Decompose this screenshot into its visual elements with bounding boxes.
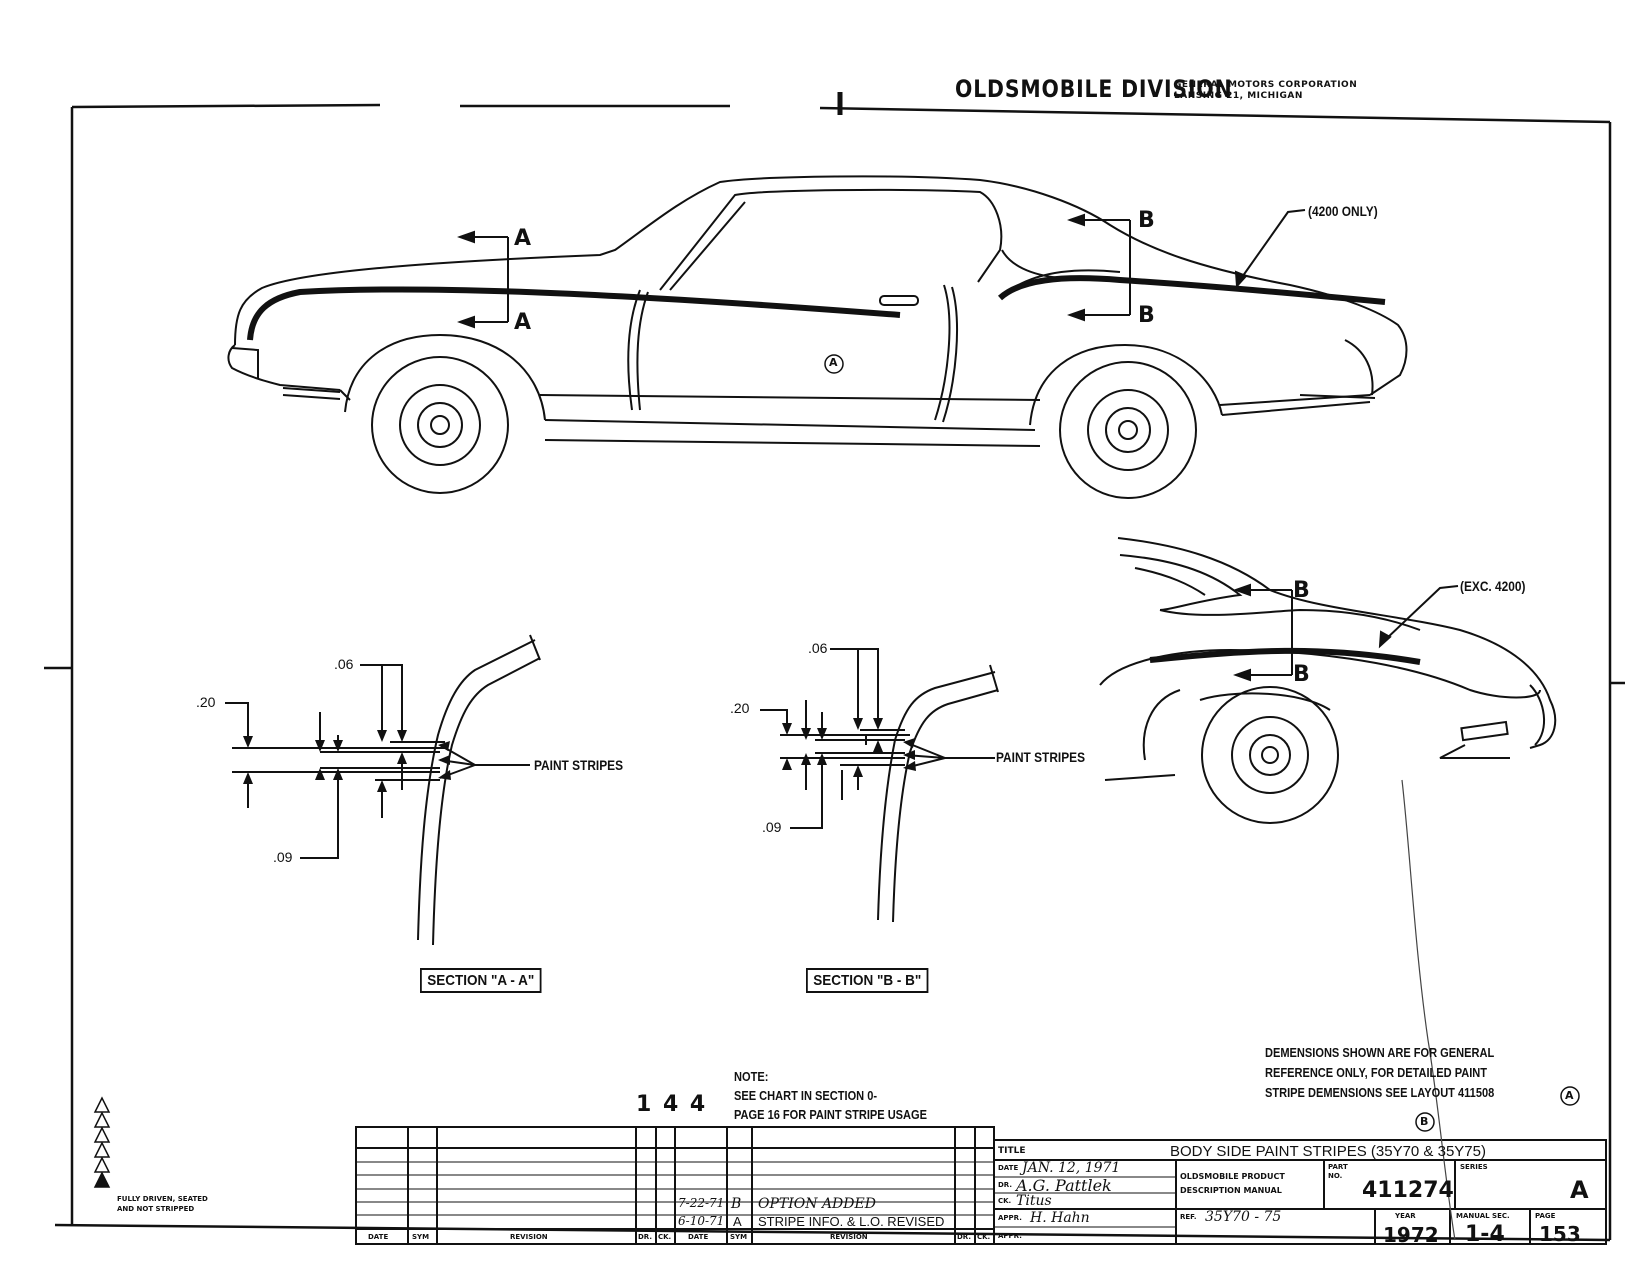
dimension-note-line3: STRIPE DEMENSIONS SEE LAYOUT 411508 — [1265, 1085, 1495, 1100]
section-b-label-bottom: B — [1138, 303, 1155, 328]
rear-section-b-top: B — [1293, 578, 1310, 603]
aa-dim-06: .06 — [334, 656, 354, 672]
note-heading: NOTE: — [734, 1069, 769, 1084]
bb-dim-06: .06 — [808, 640, 828, 656]
rev-header-ck-right: CK. — [977, 1233, 991, 1241]
page-mark: 1 4 4 — [636, 1092, 708, 1117]
circle-marker-ring — [824, 354, 844, 374]
tb-part-no: 411274 — [1362, 1178, 1454, 1203]
rev-header-sym-left: SYM — [412, 1233, 430, 1241]
bb-dim-20: .20 — [730, 700, 750, 716]
tb-date-value: JAN. 12, 1971 — [1022, 1160, 1121, 1176]
tb-manual-line1: OLDSMOBILE PRODUCT — [1180, 1172, 1285, 1181]
section-bb-drawing — [760, 648, 999, 923]
tb-series-label: SERIES — [1460, 1163, 1488, 1171]
label-exc-4200: (EXC. 4200) — [1460, 578, 1526, 594]
section-aa-drawing — [225, 634, 541, 946]
dimension-note-circle-a: A — [1565, 1089, 1574, 1102]
legend-line2: AND NOT STRIPPED — [117, 1205, 195, 1213]
side-paint-stripe — [247, 275, 1386, 341]
rev-header-dr-right: DR. — [957, 1233, 971, 1241]
section-a-label-top: A — [514, 226, 532, 251]
division-title: OLDSMOBILE DIVISION — [955, 75, 1233, 103]
note-line2: PAGE 16 FOR PAINT STRIPE USAGE — [734, 1107, 928, 1122]
section-arrows-rear — [1233, 583, 1459, 682]
section-b-label-top: B — [1138, 208, 1155, 233]
rev-header-dr-left: DR. — [638, 1233, 652, 1241]
rev-header-ck-left: CK. — [658, 1233, 672, 1241]
section-aa-arrowheads — [243, 730, 451, 792]
tb-date-label: DATE — [998, 1164, 1019, 1172]
tb-year-label: YEAR — [1395, 1212, 1416, 1220]
rear-paint-stripe — [1149, 647, 1421, 665]
rev-entry-a-revision: STRIPE INFO. & L.O. REVISED — [758, 1214, 945, 1229]
note-line1: SEE CHART IN SECTION 0- — [734, 1088, 878, 1103]
tb-title-label: TITLE — [998, 1146, 1026, 1156]
tb-year: 1972 — [1383, 1223, 1439, 1247]
tb-ref-label: REF. — [1180, 1213, 1197, 1221]
aa-paint-stripes: PAINT STRIPES — [534, 757, 624, 773]
corp-name: GENERAL MOTORS CORPORATION — [1174, 80, 1358, 90]
rev-header-date-right: DATE — [688, 1233, 709, 1241]
tb-appr-value: H. Hahn — [1030, 1210, 1090, 1226]
section-bb-arrowheads — [782, 718, 916, 777]
revision-block-grid — [355, 1126, 995, 1245]
bb-dim-09: .09 — [762, 819, 782, 835]
tb-dr-label: DR. — [998, 1181, 1012, 1189]
circle-marker: A — [829, 356, 838, 369]
circle-a-ring — [1560, 1086, 1580, 1106]
tb-series: A — [1570, 1176, 1589, 1204]
section-bb-title: SECTION "B - B" — [806, 968, 929, 993]
tb-title: BODY SIDE PAINT STRIPES (35Y70 & 35Y75) — [1170, 1143, 1486, 1160]
dimension-note-line1: DEMENSIONS SHOWN ARE FOR GENERAL — [1265, 1045, 1495, 1060]
corp-address: LANSING 21, MICHIGAN — [1174, 91, 1303, 101]
rev-header-revision-right: REVISION — [830, 1233, 868, 1241]
rev-header-revision-left: REVISION — [510, 1233, 548, 1241]
tb-manual-sec-label: MANUAL SEC. — [1456, 1212, 1510, 1220]
rev-entry-a-sym: A — [733, 1214, 742, 1229]
rear-section-b-bottom: B — [1293, 662, 1310, 687]
circle-b-ring — [1415, 1112, 1435, 1132]
car-side-view — [227, 175, 1408, 499]
section-arrows-side — [457, 209, 1306, 329]
tb-ck-value: Titus — [1016, 1193, 1052, 1209]
tb-appr2-label: APPR. — [998, 1232, 1022, 1240]
dimension-note-line2: REFERENCE ONLY, FOR DETAILED PAINT — [1265, 1065, 1488, 1080]
title-block-grid — [993, 1139, 1607, 1245]
section-a-label-bottom: A — [514, 310, 532, 335]
dimension-note-circle-b: B — [1420, 1115, 1429, 1128]
rev-header-sym-right: SYM — [730, 1233, 748, 1241]
tb-ck-label: CK. — [998, 1197, 1012, 1205]
tb-appr-label: APPR. — [998, 1214, 1022, 1222]
rev-entry-b-revision: OPTION ADDED — [758, 1196, 876, 1212]
tb-ref-value: 35Y70 - 75 — [1205, 1209, 1282, 1225]
legend-triangles — [93, 1096, 111, 1188]
rev-entry-a-date: 6-10-71 — [678, 1214, 725, 1228]
rev-header-date-left: DATE — [368, 1233, 389, 1241]
scan-crease — [1401, 779, 1456, 1241]
label-4200-only: (4200 ONLY) — [1308, 203, 1378, 219]
tb-part-no-label: PART NO. — [1328, 1163, 1348, 1180]
rev-entry-b-sym: B — [731, 1196, 742, 1212]
tb-page: 153 — [1539, 1222, 1581, 1246]
section-aa-title: SECTION "A - A" — [420, 968, 542, 993]
bb-paint-stripes: PAINT STRIPES — [996, 749, 1086, 765]
legend-line1: FULLY DRIVEN, SEATED — [117, 1195, 208, 1203]
tb-page-label: PAGE — [1535, 1212, 1556, 1220]
tb-manual-line2: DESCRIPTION MANUAL — [1180, 1186, 1282, 1195]
aa-dim-09: .09 — [273, 849, 293, 865]
rev-entry-b-date: 7-22-71 — [678, 1196, 725, 1210]
aa-dim-20: .20 — [196, 694, 216, 710]
tb-dr-value: A.G. Pattlek — [1016, 1176, 1112, 1195]
tb-manual-sec: 1-4 — [1465, 1222, 1505, 1247]
sheet-border — [44, 92, 1625, 1242]
